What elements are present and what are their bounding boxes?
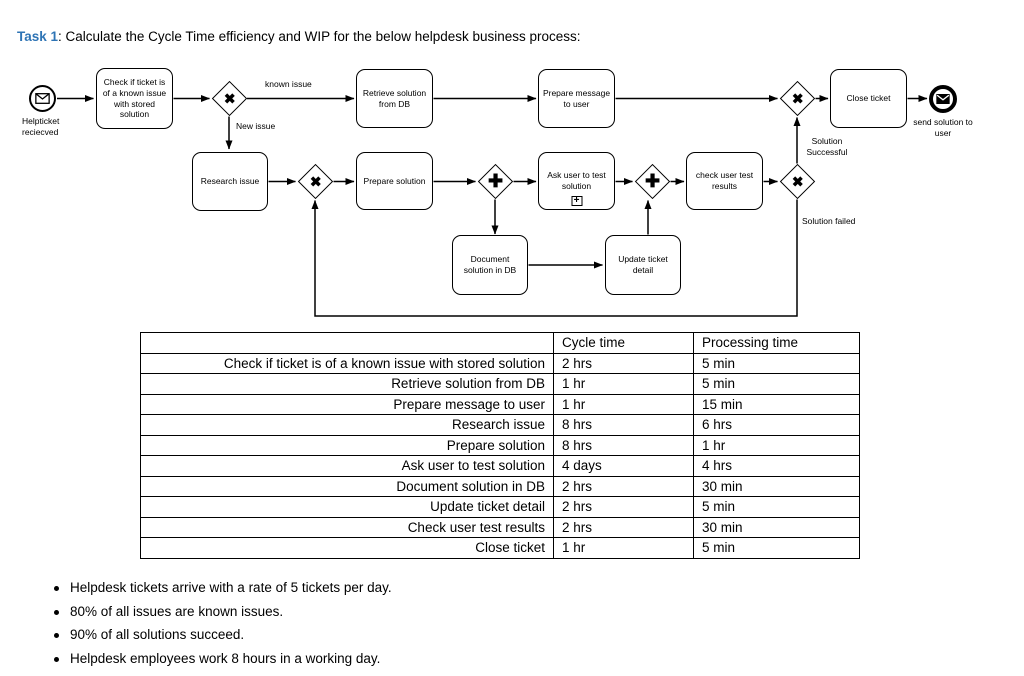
page-title: Task 1: Calculate the Cycle Time efficie… [17, 28, 581, 47]
envelope-filled-icon [936, 94, 950, 104]
cell-processing: 30 min [693, 516, 860, 538]
header-activity [140, 332, 554, 354]
cell-activity: Close ticket [140, 537, 554, 559]
task-check-user-results: check user test results [686, 152, 763, 210]
cell-cycle: 2 hrs [553, 496, 694, 518]
xor-gateway-known-issue: ✖ [211, 80, 247, 117]
edge-label-solution-successful: Solution Successful [806, 136, 848, 157]
cell-processing: 6 hrs [693, 414, 860, 436]
header-cycle-time: Cycle time [553, 332, 694, 354]
and-gateway-split: ✚ [477, 163, 513, 200]
task-label: Task 1 [17, 28, 59, 44]
table-row: Retrieve solution from DB 1 hr 5 min [140, 373, 860, 395]
edge-label-solution-failed: Solution failed [802, 216, 856, 226]
cell-cycle: 4 days [553, 455, 694, 477]
assumption-item: Helpdesk employees work 8 hours in a wor… [49, 651, 392, 668]
task-title-text: : Calculate the Cycle Time efficiency an… [58, 28, 581, 44]
end-event [929, 85, 957, 113]
and-icon: ✚ [487, 171, 503, 191]
start-event-label: Helpticket reciecved [22, 116, 60, 138]
assumption-item: 90% of all solutions succeed. [49, 627, 392, 644]
task-ask-user-test-label: Ask user to test solution [547, 170, 606, 191]
task-prepare-solution: Prepare solution [356, 152, 433, 210]
cell-activity: Retrieve solution from DB [140, 373, 554, 395]
edge-label-known-issue: known issue [265, 79, 312, 89]
cell-cycle: 2 hrs [553, 516, 694, 538]
xor-gateway-retry-merge: ✖ [297, 163, 333, 200]
table-row: Document solution in DB 2 hrs 30 min [140, 475, 860, 497]
table-row: Check user test results 2 hrs 30 min [140, 516, 860, 538]
and-icon: ✚ [644, 171, 660, 191]
subprocess-plus-icon: + [571, 196, 582, 206]
start-event [29, 85, 56, 112]
edge-solution-failed-loop [311, 199, 798, 317]
task-update-ticket: Update ticket detail [605, 235, 681, 295]
cell-processing: 4 hrs [693, 455, 860, 477]
cell-cycle: 2 hrs [553, 475, 694, 497]
cell-cycle: 1 hr [553, 537, 694, 559]
cell-activity: Prepare solution [140, 434, 554, 456]
xor-icon: ✖ [791, 89, 803, 106]
cycle-time-table: Cycle time Processing time Check if tick… [140, 332, 860, 559]
cell-processing: 5 min [693, 537, 860, 559]
task-prepare-message: Prepare message to user [538, 69, 615, 128]
assumptions-list: Helpdesk tickets arrive with a rate of 5… [49, 580, 392, 674]
table-row: Research issue 8 hrs 6 hrs [140, 414, 860, 436]
task-retrieve-solution: Retrieve solution from DB [356, 69, 433, 128]
end-event-label: send solution to user [913, 117, 973, 139]
xor-gateway-merge: ✖ [779, 80, 815, 117]
xor-icon: ✖ [309, 172, 321, 189]
cell-processing: 5 min [693, 352, 860, 374]
task-check-ticket: Check if ticket is of a known issue with… [96, 68, 173, 129]
table-row: Prepare message to user 1 hr 15 min [140, 393, 860, 415]
cell-activity: Research issue [140, 414, 554, 436]
xor-icon: ✖ [791, 172, 803, 189]
cell-activity: Ask user to test solution [140, 455, 554, 477]
cell-cycle: 8 hrs [553, 414, 694, 436]
cell-activity: Check if ticket is of a known issue with… [140, 352, 554, 374]
assumption-item: Helpdesk tickets arrive with a rate of 5… [49, 580, 392, 597]
cell-cycle: 2 hrs [553, 352, 694, 374]
table-row: Ask user to test solution 4 days 4 hrs [140, 455, 860, 477]
task-document-solution: Document solution in DB [452, 235, 528, 295]
task-ask-user-test: Ask user to test solution + [538, 152, 615, 210]
cell-processing: 5 min [693, 496, 860, 518]
table-row: Update ticket detail 2 hrs 5 min [140, 496, 860, 518]
envelope-icon [35, 93, 50, 104]
task-close-ticket: Close ticket [830, 69, 907, 128]
cell-cycle: 1 hr [553, 393, 694, 415]
cell-cycle: 8 hrs [553, 434, 694, 456]
xor-icon: ✖ [223, 89, 235, 106]
cell-processing: 15 min [693, 393, 860, 415]
and-gateway-join: ✚ [634, 163, 670, 200]
cell-activity: Document solution in DB [140, 475, 554, 497]
header-processing-time: Processing time [693, 332, 860, 354]
cell-cycle: 1 hr [553, 373, 694, 395]
table-row: Check if ticket is of a known issue with… [140, 352, 860, 374]
table-row: Prepare solution 8 hrs 1 hr [140, 434, 860, 456]
cell-activity: Check user test results [140, 516, 554, 538]
cell-activity: Prepare message to user [140, 393, 554, 415]
table-row: Close ticket 1 hr 5 min [140, 537, 860, 559]
task-research-issue: Research issue [192, 152, 268, 211]
xor-gateway-solution-check: ✖ [779, 163, 815, 200]
assumption-item: 80% of all issues are known issues. [49, 604, 392, 621]
table-header-row: Cycle time Processing time [140, 332, 860, 354]
edge-label-new-issue: New issue [236, 121, 276, 131]
cell-activity: Update ticket detail [140, 496, 554, 518]
cell-processing: 5 min [693, 373, 860, 395]
cell-processing: 1 hr [693, 434, 860, 456]
cell-processing: 30 min [693, 475, 860, 497]
